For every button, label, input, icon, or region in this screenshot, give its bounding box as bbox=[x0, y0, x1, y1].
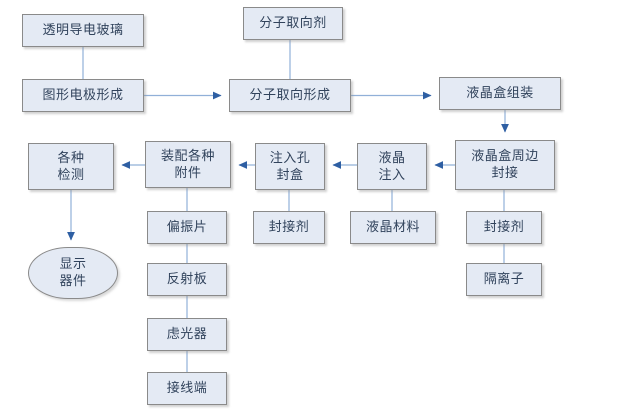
node-lcd-cell-assembly[interactable]: 液晶盒组装 bbox=[439, 77, 561, 110]
node-polarizer[interactable]: 偏振片 bbox=[147, 211, 227, 244]
node-sealant-middle[interactable]: 封接剂 bbox=[253, 211, 325, 244]
node-molecular-alignment-agent[interactable]: 分子取向剂 bbox=[243, 7, 343, 40]
node-cell-perimeter-sealing[interactable]: 液晶盒周边 封接 bbox=[455, 140, 555, 190]
node-wiring-terminal[interactable]: 接线端 bbox=[147, 372, 227, 405]
node-assemble-accessories[interactable]: 装配各种 附件 bbox=[145, 141, 231, 188]
node-patterned-electrode-formation[interactable]: 图形电极形成 bbox=[22, 79, 144, 112]
node-injection-hole-sealing[interactable]: 注入孔 封盒 bbox=[255, 143, 325, 190]
node-molecular-alignment-formation[interactable]: 分子取向形成 bbox=[229, 79, 351, 112]
node-sealant-right[interactable]: 封接剂 bbox=[466, 211, 542, 244]
node-liquid-crystal-material[interactable]: 液晶材料 bbox=[350, 211, 436, 244]
node-transparent-conductive-glass[interactable]: 透明导电玻璃 bbox=[22, 14, 144, 47]
node-display-device[interactable]: 显示 器件 bbox=[28, 247, 118, 299]
node-spacer[interactable]: 隔离子 bbox=[466, 263, 542, 296]
node-reflector-plate[interactable]: 反射板 bbox=[147, 263, 227, 296]
node-various-inspections[interactable]: 各种 检测 bbox=[28, 143, 114, 190]
node-liquid-crystal-injection[interactable]: 液晶 注入 bbox=[357, 143, 427, 190]
node-light-filter[interactable]: 虑光器 bbox=[147, 318, 227, 351]
